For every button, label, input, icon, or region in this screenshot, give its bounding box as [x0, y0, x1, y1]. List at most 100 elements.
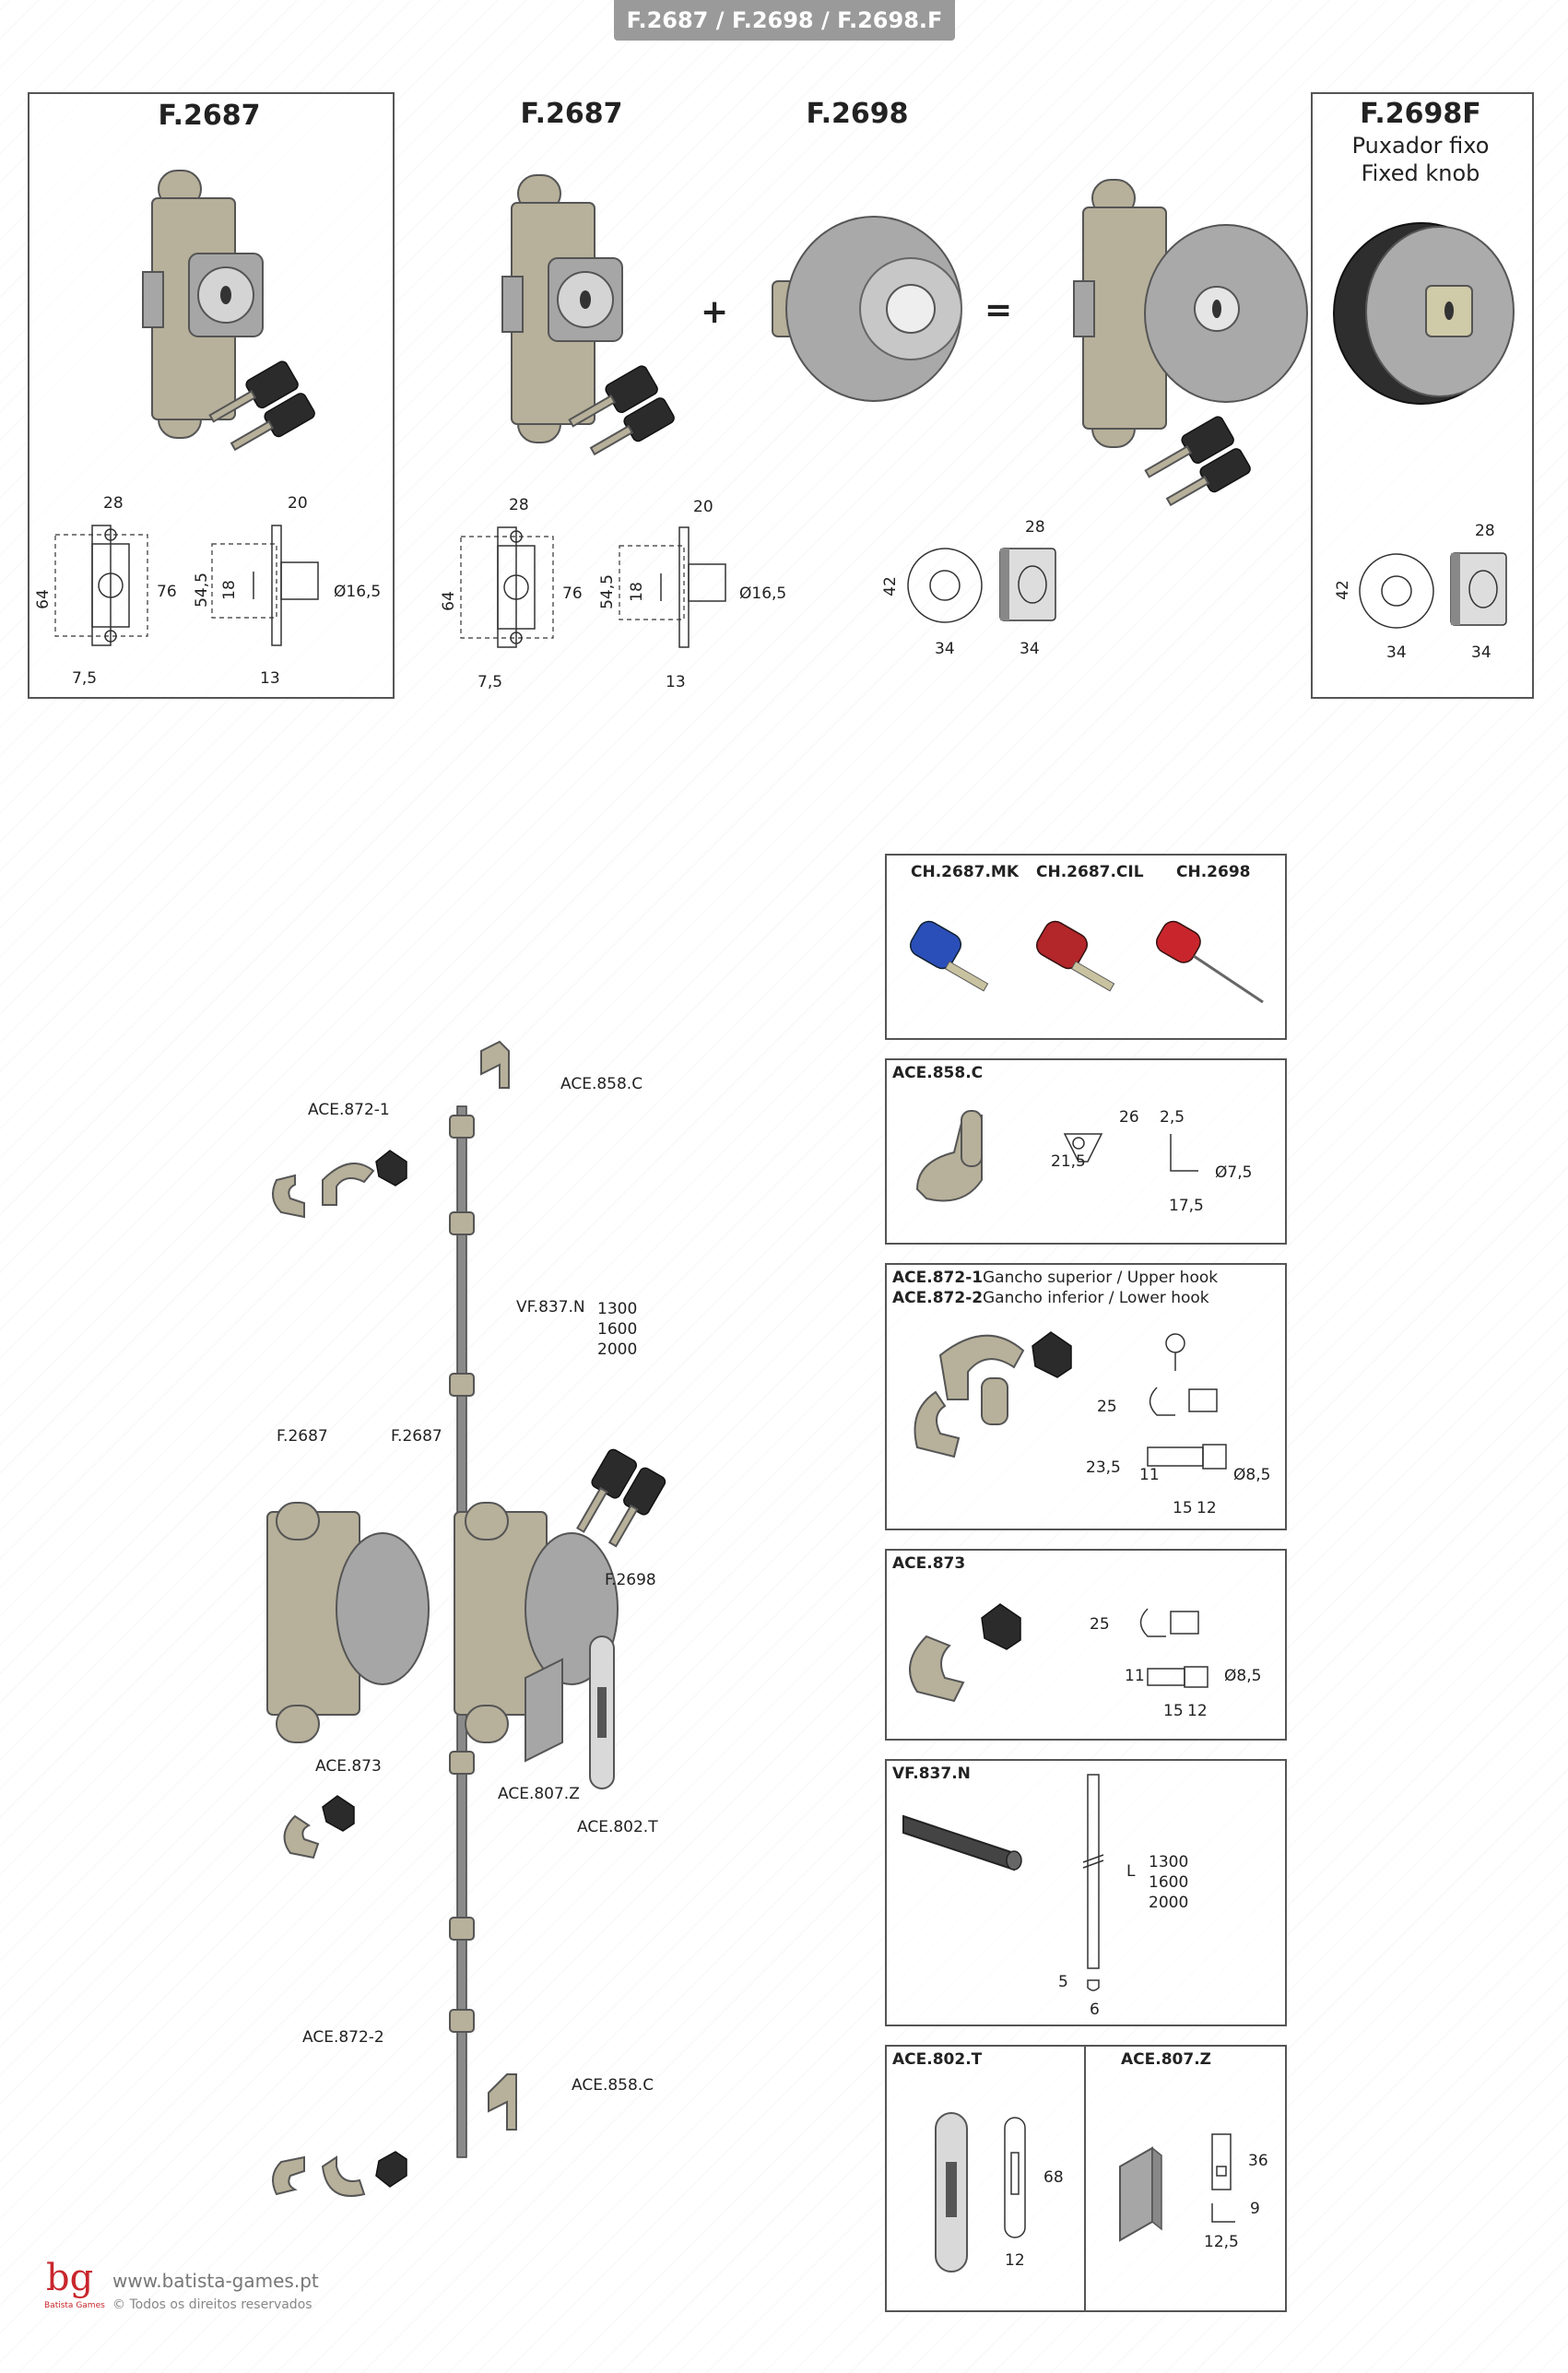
lbl-ace858c-bottom: ACE.858.C: [572, 2076, 654, 2095]
equals-sign: =: [984, 291, 1013, 329]
fk-dim-top: 28: [1475, 522, 1495, 540]
dim-dia: Ø16,5: [334, 583, 382, 601]
page-title: F.2687 / F.2698 / F.2698.F: [614, 0, 955, 41]
ace872-1-code: ACE.872-1: [892, 1269, 984, 1287]
vf837n-dim-5: 5: [1058, 1973, 1068, 1991]
lbl-length-2000: 2000: [597, 1340, 638, 1359]
p4-title: F.2698F: [1360, 98, 1481, 130]
key-red-head: [1035, 920, 1089, 970]
ace802t-image: [935, 2112, 968, 2273]
ace873-dim-dia: Ø8,5: [1224, 1667, 1262, 1685]
ace872-dim-25: 25: [1097, 1398, 1117, 1416]
key-pin-icon: [1155, 920, 1264, 1004]
dim-h2-2: 18: [627, 582, 646, 602]
ace858c-dim-w: 26: [1119, 1108, 1139, 1127]
ace802t-title: ACE.802.T: [892, 2050, 983, 2069]
vf837n-panel: [885, 1759, 1287, 2026]
ace872-image: [914, 1331, 1072, 1458]
ace873-title: ACE.873: [892, 1554, 966, 1573]
dim-bottom: 7,5: [72, 669, 98, 688]
ace858c-dim-h: 21,5: [1051, 1152, 1086, 1171]
ace802t-dim-12: 12: [1005, 2251, 1025, 2270]
dim-depth: 20: [288, 494, 308, 513]
footer-url[interactable]: www.batista-games.pt: [112, 2270, 319, 2292]
dim-h-out: 64: [33, 589, 53, 609]
ace872-dim-dia: Ø8,5: [1233, 1466, 1271, 1484]
ace873-dim-25: 25: [1090, 1615, 1110, 1634]
ace872-dim-15: 15: [1173, 1499, 1193, 1517]
ace873-image: [909, 1603, 1021, 1703]
bottom-panel-divider: [1084, 2045, 1086, 2312]
ace872-dim-12: 12: [1197, 1499, 1217, 1517]
ace872-2-text: Gancho inferior / Lower hook: [983, 1289, 1209, 1307]
dim-h-out-2: 64: [439, 591, 458, 611]
dim-base: 13: [260, 669, 280, 688]
ace873-dim-12: 12: [1187, 1702, 1208, 1720]
lbl-length-1300: 1300: [597, 1300, 638, 1318]
brand-logo: bg: [46, 2257, 94, 2299]
combined-lock-image: [1073, 179, 1308, 507]
dim-w-2: 28: [509, 496, 529, 514]
ace873-dim-11: 11: [1125, 1667, 1145, 1685]
lbl-ace872-2: ACE.872-2: [302, 2028, 384, 2047]
dim-h-in-2: 76: [562, 584, 583, 603]
vf837n-image: [902, 1814, 1022, 1871]
key-label-cil: CH.2687.CIL: [1036, 863, 1144, 881]
ace807z-dim-36: 36: [1248, 2152, 1268, 2170]
dim-w: 28: [103, 494, 124, 513]
ace858c-dim-l: 17,5: [1169, 1197, 1204, 1215]
lock-front-drawing: [54, 525, 148, 646]
key-label-mk: CH.2687.MK: [911, 863, 1020, 881]
vf837n-dim-1600: 1600: [1149, 1873, 1189, 1892]
lock-side-drawing-2: [619, 526, 726, 648]
key-blue-icon: [909, 920, 989, 992]
vf837n-drawing: [1082, 1774, 1104, 1991]
key-label-ch2698: CH.2698: [1176, 863, 1251, 881]
ace872-dim-235: 23,5: [1086, 1458, 1121, 1477]
p1-title: F.2687: [158, 100, 261, 132]
key-blue-head: [909, 920, 962, 970]
ace873-panel: [885, 1549, 1287, 1741]
lock-side-drawing: [211, 525, 319, 646]
ace858c-dim-dia: Ø7,5: [1215, 1163, 1253, 1182]
lock-image: [142, 170, 315, 452]
fixed-knob-front-drawing: [1359, 553, 1434, 629]
p4-sub1: Puxador fixo: [1351, 133, 1490, 159]
plus-sign: +: [701, 293, 729, 331]
fixed-knob-side-drawing: [1450, 552, 1507, 626]
lbl-vf837n: VF.837.N: [516, 1298, 585, 1316]
ace872-1-text: Gancho superior / Upper hook: [983, 1269, 1219, 1287]
knob-dim-w2: 34: [1020, 640, 1040, 658]
lbl-length-1600: 1600: [597, 1320, 638, 1339]
brand-logo-sub: Batista Games: [44, 2301, 105, 2310]
fk-dim-w1: 34: [1386, 643, 1407, 662]
p3-title: F.2698: [806, 98, 909, 130]
vf837n-dim-1300: 1300: [1149, 1853, 1189, 1871]
lbl-f2698: F.2698: [605, 1571, 656, 1589]
ace802t-drawing: [1004, 2117, 1026, 2238]
vf837n-dim-L: L: [1126, 1862, 1136, 1881]
dim-h1: 54,5: [192, 573, 211, 608]
knob-side-drawing: [999, 548, 1056, 621]
dim-h2: 18: [219, 580, 239, 600]
lock-front-drawing-2: [460, 526, 554, 648]
knob-front-drawing: [907, 548, 983, 623]
ace872-drawing: [1147, 1333, 1227, 1470]
ace807z-dim-9: 9: [1250, 2200, 1260, 2218]
knob-dim-h: 42: [880, 576, 900, 596]
ace873-dim-15: 15: [1163, 1702, 1184, 1720]
ace858c-drawing: [1063, 1133, 1198, 1172]
dim-dia-2: Ø16,5: [739, 584, 787, 603]
lbl-ace872-1: ACE.872-1: [308, 1101, 390, 1119]
p4-sub2: Fixed knob: [1361, 160, 1480, 186]
knob-image: [772, 216, 962, 402]
ace872-2-code: ACE.872-2: [892, 1289, 984, 1307]
ace802t-dim-68: 68: [1043, 2168, 1064, 2187]
ace807z-drawing: [1211, 2133, 1235, 2223]
vf837n-dim-6: 6: [1090, 2001, 1100, 2019]
ace858c-dim-t: 2,5: [1160, 1108, 1185, 1127]
p2-title: F.2687: [520, 98, 623, 130]
ace872-dim-11: 11: [1139, 1466, 1160, 1484]
dim-h-in: 76: [157, 583, 177, 601]
dim-depth-2: 20: [693, 498, 713, 516]
